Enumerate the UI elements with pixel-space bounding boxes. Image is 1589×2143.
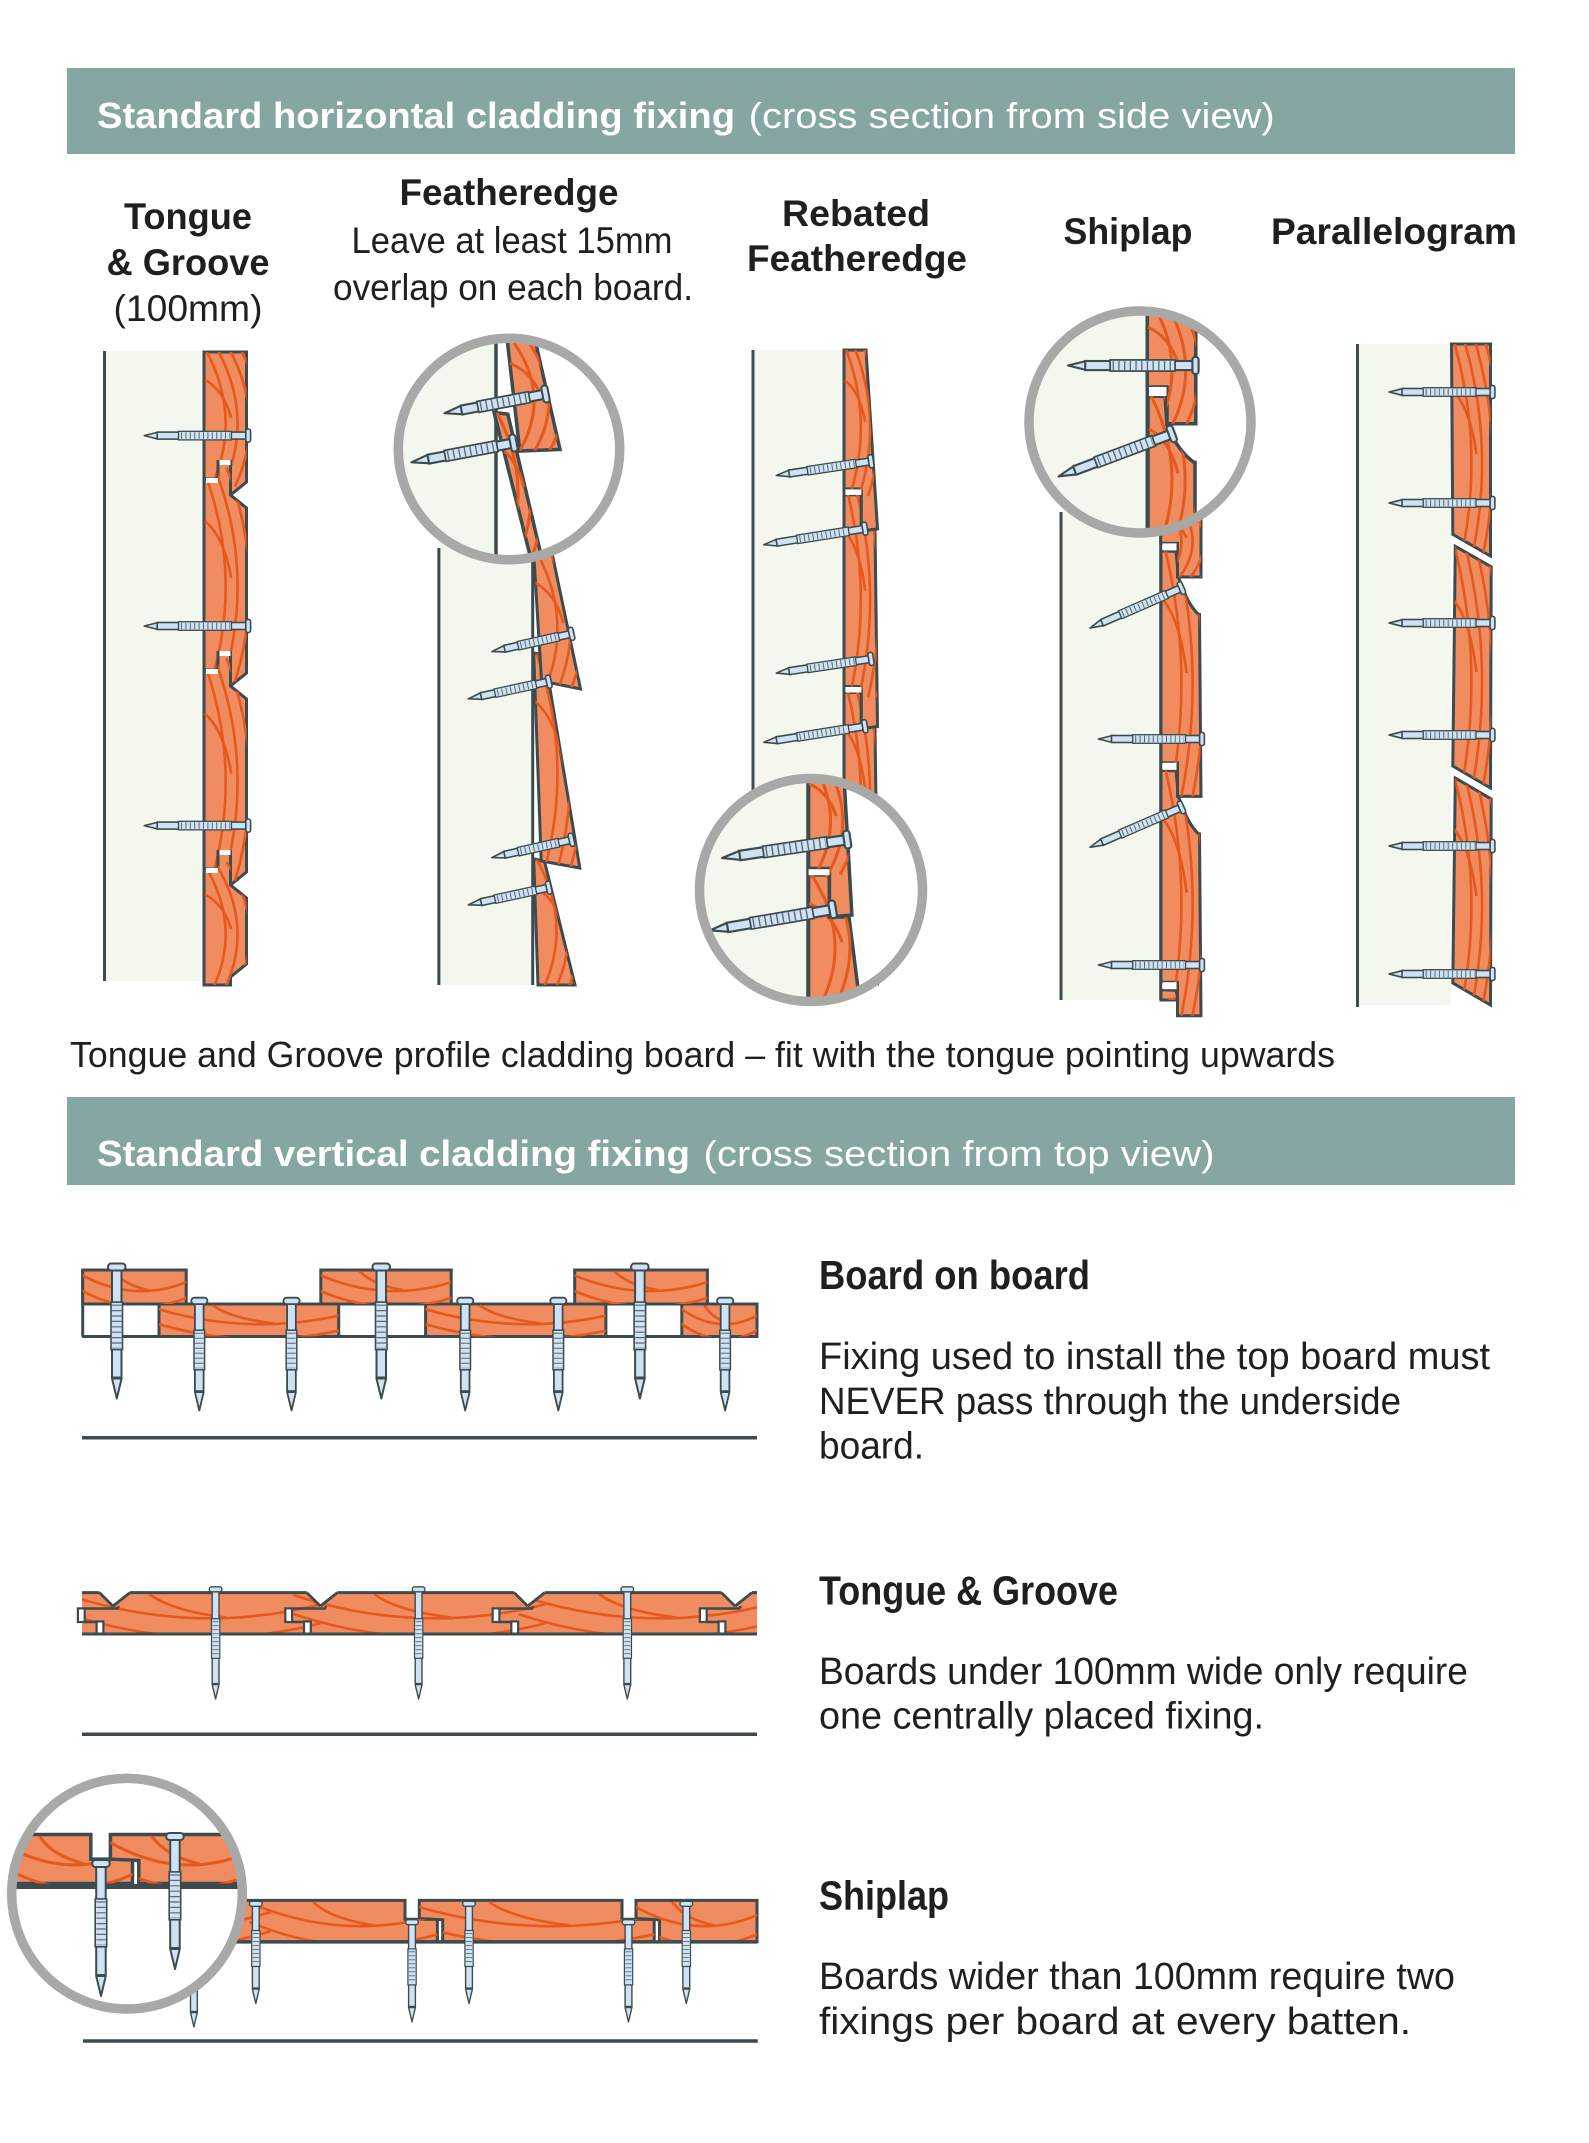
svg-text:Tongue and Groove profile clad: Tongue and Groove profile cladding board…: [70, 1034, 1335, 1075]
svg-text:Board on board: Board on board: [819, 1252, 1090, 1298]
svg-text:overlap on each board.: overlap on each board.: [333, 267, 693, 308]
svg-text:(cross section from side view): (cross section from side view): [749, 95, 1275, 136]
svg-text:(cross section from top view): (cross section from top view): [704, 1133, 1215, 1174]
svg-text:fixings per board at every bat: fixings per board at every batten.: [819, 2001, 1411, 2043]
svg-text:Fixing used to install the top: Fixing used to install the top board mus…: [819, 1336, 1490, 1378]
svg-text:board.: board.: [819, 1426, 924, 1468]
svg-text:Featheredge: Featheredge: [747, 238, 967, 279]
svg-text:Leave at least 15mm: Leave at least 15mm: [352, 220, 673, 261]
svg-text:(100mm): (100mm): [114, 288, 263, 329]
svg-text:Shiplap: Shiplap: [819, 1873, 949, 1919]
svg-text:Rebated: Rebated: [782, 193, 930, 234]
svg-text:Standard horizontal cladding f: Standard horizontal cladding fixing: [97, 95, 735, 136]
svg-text:Shiplap: Shiplap: [1064, 211, 1193, 252]
svg-text:one centrally placed fixing.: one centrally placed fixing.: [819, 1696, 1264, 1738]
svg-text:Parallelogram: Parallelogram: [1271, 211, 1517, 252]
svg-text:NEVER pass through the undersi: NEVER pass through the underside: [819, 1381, 1401, 1423]
svg-text:Boards under 100mm wide only r: Boards under 100mm wide only require: [819, 1651, 1468, 1693]
svg-text:Boards wider than 100mm requir: Boards wider than 100mm require two: [819, 1956, 1455, 1998]
svg-text:Tongue & Groove: Tongue & Groove: [819, 1567, 1118, 1613]
svg-text:Tongue: Tongue: [124, 196, 252, 237]
svg-text:Featheredge: Featheredge: [400, 172, 619, 213]
svg-text:Standard vertical cladding fix: Standard vertical cladding fixing: [97, 1133, 690, 1174]
svg-text:& Groove: & Groove: [107, 242, 270, 283]
